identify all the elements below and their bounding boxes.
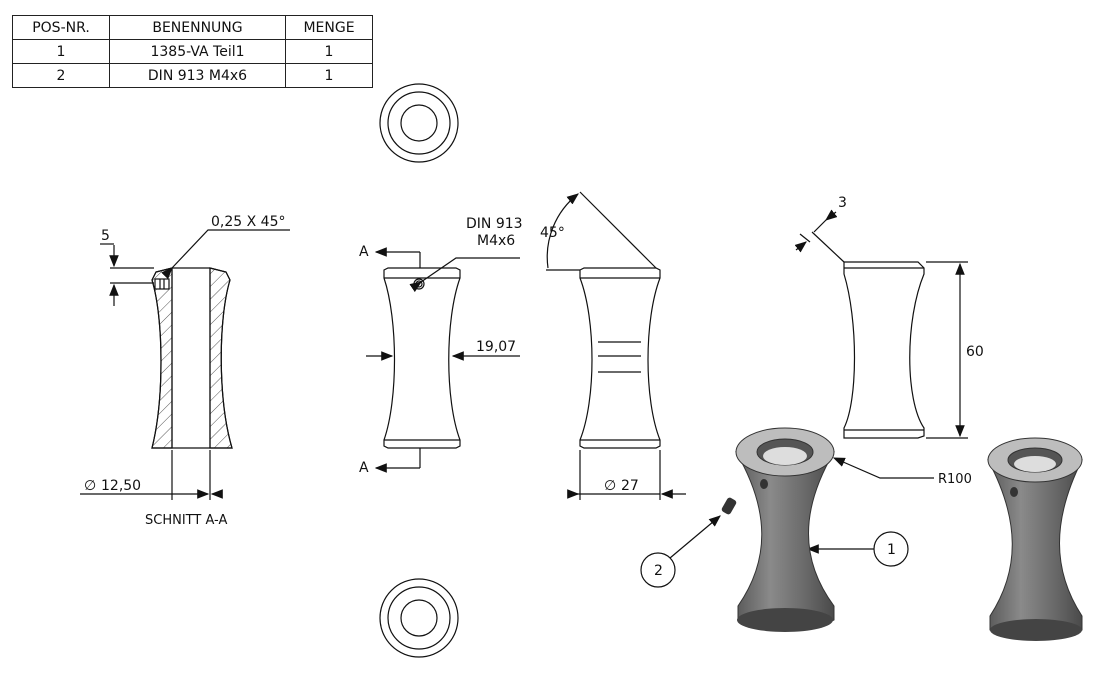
screw-label-line2: M4x6 xyxy=(477,233,515,249)
front-view-with-screw xyxy=(383,267,461,449)
balloon-2-label: 2 xyxy=(654,563,663,579)
bore-diameter-label: 12,50 xyxy=(101,478,141,494)
dim-5-label: 5 xyxy=(101,228,110,244)
cell-pos: 2 xyxy=(12,63,110,88)
table-row: 1 1385-VA Teil1 1 xyxy=(12,39,373,64)
top-view-circle-upper xyxy=(379,83,459,163)
cell-qty: 1 xyxy=(285,63,373,88)
chamfer-label: 0,25 X 45° xyxy=(211,214,285,230)
cell-name: 1385-VA Teil1 xyxy=(109,39,286,64)
cell-name: DIN 913 M4x6 xyxy=(109,63,286,88)
screw-label-line1: DIN 913 xyxy=(466,216,523,232)
section-view xyxy=(151,267,233,449)
angle-label: 45° xyxy=(540,225,565,241)
cell-pos: 1 xyxy=(12,39,110,64)
balloon-2 xyxy=(640,552,676,588)
height-label: 60 xyxy=(966,344,984,360)
diameter-symbol: ∅ xyxy=(604,478,616,494)
section-marker-bottom: A xyxy=(359,460,369,476)
column-header-pos: POS-NR. xyxy=(12,15,110,40)
side-view-right xyxy=(843,261,925,439)
isometric-assembly xyxy=(721,427,835,632)
chamfer-3-label: 3 xyxy=(838,195,847,211)
waist-dimension-label: 19,07 xyxy=(476,339,516,355)
column-header-name: BENENNUNG xyxy=(109,15,286,40)
table-header-row: POS-NR. BENENNUNG MENGE xyxy=(12,15,373,40)
section-label: SCHNITT A-A xyxy=(145,513,227,528)
bottom-view-circle-lower xyxy=(379,578,459,658)
diameter-symbol: ∅ xyxy=(84,478,96,494)
isometric-part xyxy=(987,437,1083,641)
bill-of-materials-table: POS-NR. BENENNUNG MENGE 1 1385-VA Teil1 … xyxy=(12,15,373,88)
balloon-1-label: 1 xyxy=(887,542,896,558)
outer-diameter-label: 27 xyxy=(621,478,639,494)
front-view-middle xyxy=(579,267,661,449)
radius-label: R100 xyxy=(938,472,972,487)
table-row: 2 DIN 913 M4x6 1 xyxy=(12,63,373,88)
section-marker-top: A xyxy=(359,244,369,260)
